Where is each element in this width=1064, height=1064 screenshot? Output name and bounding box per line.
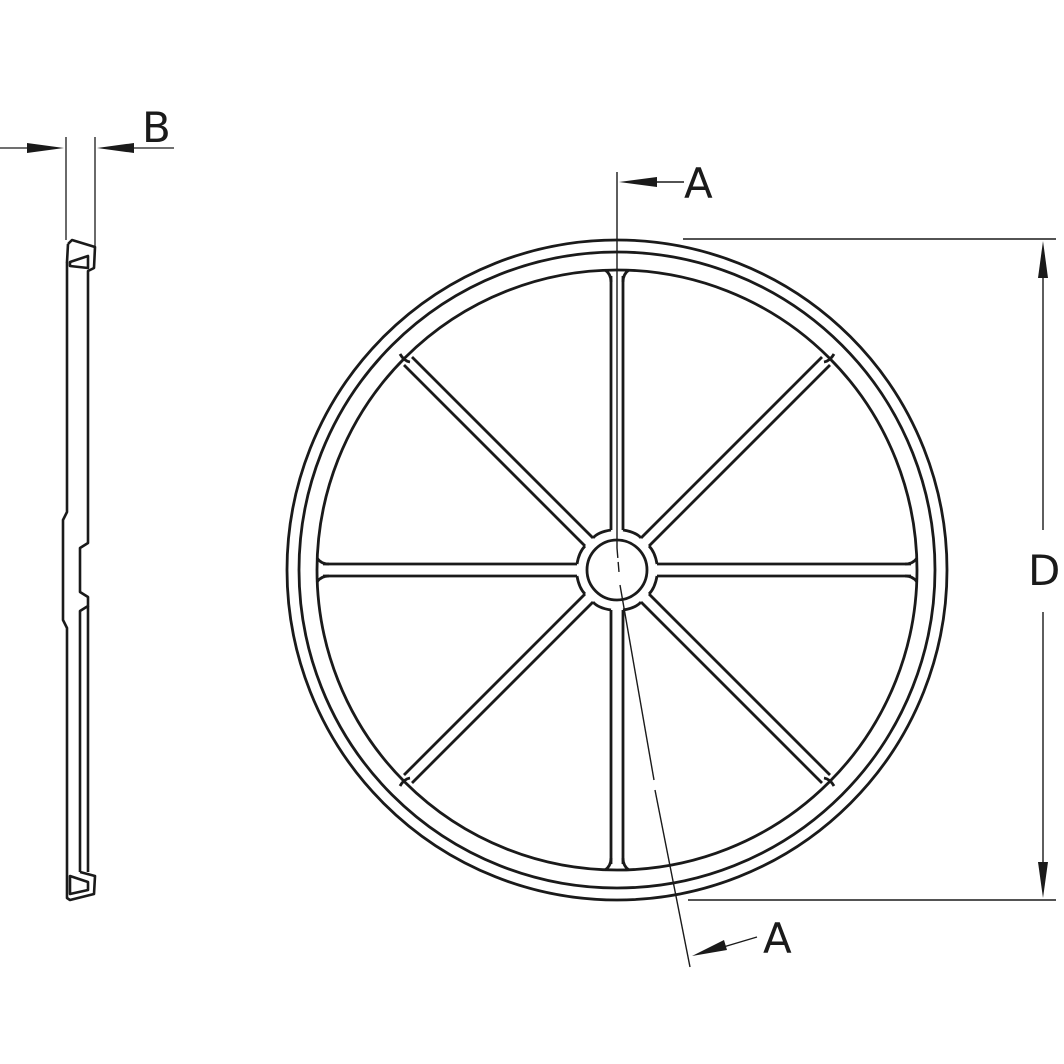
arrow-up-icon	[1038, 241, 1048, 278]
spoke-upper-left	[398, 353, 594, 547]
spoke-top	[604, 268, 630, 530]
spoke-right	[657, 557, 919, 583]
section-label-a-bottom: A	[763, 914, 792, 963]
dimension-b-arrows	[0, 143, 174, 153]
spokes	[315, 268, 919, 872]
arrow-down-icon	[1038, 862, 1048, 898]
spoke-upper-right	[640, 353, 836, 547]
spoke-bottom	[604, 610, 630, 872]
hub-outline	[575, 528, 659, 612]
section-label-a-top: A	[684, 159, 713, 208]
dimension-label-b: B	[142, 103, 171, 152]
front-view: A A D	[285, 159, 1060, 968]
section-line-a	[616, 172, 691, 968]
side-profile	[61, 238, 97, 902]
spoke-left	[315, 557, 577, 583]
section-arrow-top	[619, 177, 684, 187]
dimension-label-d: D	[1028, 546, 1060, 595]
side-view: B	[0, 103, 174, 902]
dimension-d	[683, 238, 1056, 901]
spoke-lower-right	[640, 593, 836, 787]
spoke-lower-left	[398, 593, 594, 787]
section-arrow-bottom	[692, 936, 758, 956]
